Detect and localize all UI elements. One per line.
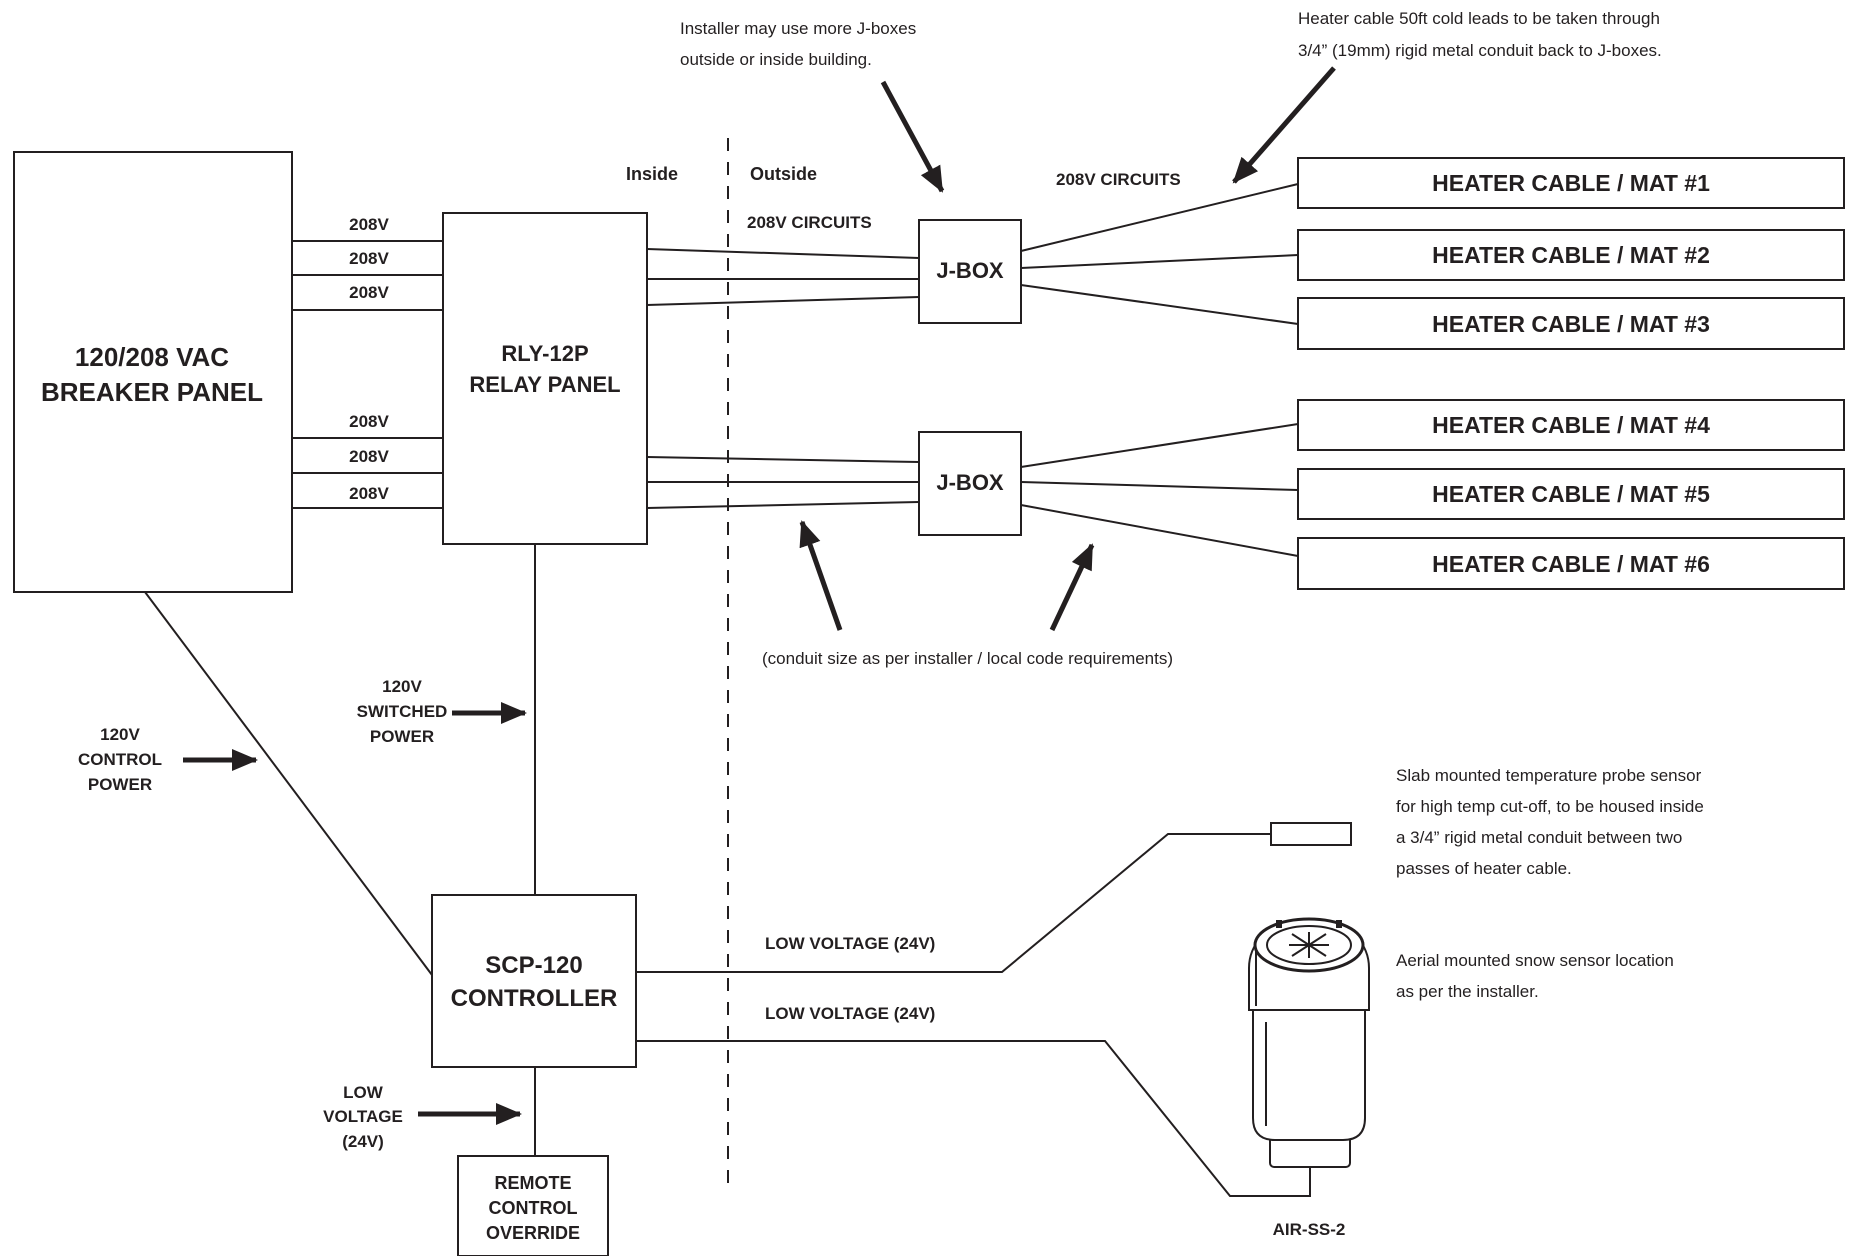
heater-mat-box-4 [1297, 399, 1845, 451]
relay-panel-label-line2: RELAY PANEL [469, 372, 620, 397]
relay-panel-label-line1: RLY-12P [501, 341, 588, 366]
switched-power-label-line3: POWER [370, 727, 434, 746]
remote-label-line2: CONTROL [489, 1198, 578, 1218]
slab-note-line1: Slab mounted temperature probe sensor [1396, 766, 1702, 785]
switched-power-label-line1: 120V [382, 677, 422, 696]
jbox-to-heater-lines [1020, 183, 1299, 557]
inside-label: Inside [626, 164, 678, 184]
feeder-label-6: 208V [349, 484, 389, 503]
heater-mat-label-6: HEATER CABLE / MAT #6 [1432, 551, 1710, 577]
heater-mat-box-3 [1297, 297, 1845, 350]
snow-sensor-run [636, 1040, 1311, 1197]
heater-mat-box-2 [1297, 229, 1845, 281]
heater-mat-label-5: HEATER CABLE / MAT #5 [1432, 481, 1710, 507]
heater-lead-note-line1: Heater cable 50ft cold leads to be taken… [1298, 9, 1660, 28]
installer-note-arrow [880, 80, 945, 193]
controller-label-line2: CONTROLLER [451, 985, 618, 1012]
feeder-lines [292, 240, 443, 509]
heater-mat-label-2: HEATER CABLE / MAT #2 [1432, 242, 1710, 268]
remote-label-line1: REMOTE [494, 1173, 571, 1193]
control-power-label-line2: CONTROL [78, 750, 162, 769]
remote-label-line3: OVERRIDE [486, 1223, 580, 1243]
feeder-label-3: 208V [349, 283, 389, 302]
slab-note-line2: for high temp cut-off, to be housed insi… [1396, 797, 1704, 816]
slab-note-line3: a 3/4” rigid metal conduit between two [1396, 828, 1682, 847]
low-voltage-run-label-2: LOW VOLTAGE (24V) [765, 1004, 935, 1023]
relay-to-jbox-lines [646, 248, 920, 509]
snow-sensor-model-label: AIR-SS-2 [1273, 1220, 1346, 1239]
conduit-arrow-left [799, 520, 843, 631]
heater-circuits-label: 208V CIRCUITS [1056, 170, 1181, 189]
feeder-label-5: 208V [349, 447, 389, 466]
outside-circuits-label: 208V CIRCUITS [747, 213, 872, 232]
breaker-to-controller-line [144, 591, 433, 976]
heater-mat-box-1 [1297, 157, 1845, 209]
heater-mat-label-4: HEATER CABLE / MAT #4 [1432, 412, 1710, 438]
jbox-upper [918, 219, 1022, 324]
slab-probe-sensor [1270, 822, 1352, 846]
heater-mat-label-1: HEATER CABLE / MAT #1 [1432, 170, 1710, 196]
low-voltage-run-label-1: LOW VOLTAGE (24V) [765, 934, 935, 953]
conduit-arrow-right [1049, 543, 1095, 632]
low-voltage-label-line2: VOLTAGE [323, 1107, 403, 1126]
installer-note-line2: outside or inside building. [680, 50, 872, 69]
controller-box [431, 894, 637, 1068]
breaker-panel-box [13, 151, 293, 593]
remote-override-box [457, 1155, 609, 1256]
switched-power-label-line2: SWITCHED [357, 702, 448, 721]
low-voltage-label-line1: LOW [343, 1083, 384, 1102]
control-power-label-line1: 120V [100, 725, 140, 744]
jbox-upper-label: J-BOX [936, 258, 1004, 283]
heater-mat-box-6 [1297, 537, 1845, 590]
aerial-snow-sensor-icon [1248, 917, 1370, 1168]
jbox-lower-label: J-BOX [936, 470, 1004, 495]
low-voltage-label-line3: (24V) [342, 1132, 384, 1151]
aerial-note-line1: Aerial mounted snow sensor location [1396, 951, 1674, 970]
conduit-note: (conduit size as per installer / local c… [762, 649, 1173, 668]
heater-lead-note-line2: 3/4” (19mm) rigid metal conduit back to … [1298, 41, 1662, 60]
breaker-panel-label-line2: BREAKER PANEL [41, 377, 263, 407]
relay-panel-box [442, 212, 648, 545]
breaker-panel-label-line1: 120/208 VAC [75, 342, 229, 372]
probe-sensor-run [636, 833, 1271, 973]
jbox-lower [918, 431, 1022, 536]
heater-mats [1297, 157, 1845, 590]
outside-label: Outside [750, 164, 817, 184]
heater-mat-label-3: HEATER CABLE / MAT #3 [1432, 311, 1710, 337]
feeder-label-2: 208V [349, 249, 389, 268]
slab-note-line4: passes of heater cable. [1396, 859, 1572, 878]
heater-lead-note-arrow [1232, 66, 1336, 184]
feeder-label-1: 208V [349, 215, 389, 234]
aerial-note-line2: as per the installer. [1396, 982, 1539, 1001]
installer-note-line1: Installer may use more J-boxes [680, 19, 916, 38]
controller-label-line1: SCP-120 [485, 952, 582, 979]
feeder-label-4: 208V [349, 412, 389, 431]
control-power-label-line3: POWER [88, 775, 152, 794]
heater-mat-box-5 [1297, 468, 1845, 520]
